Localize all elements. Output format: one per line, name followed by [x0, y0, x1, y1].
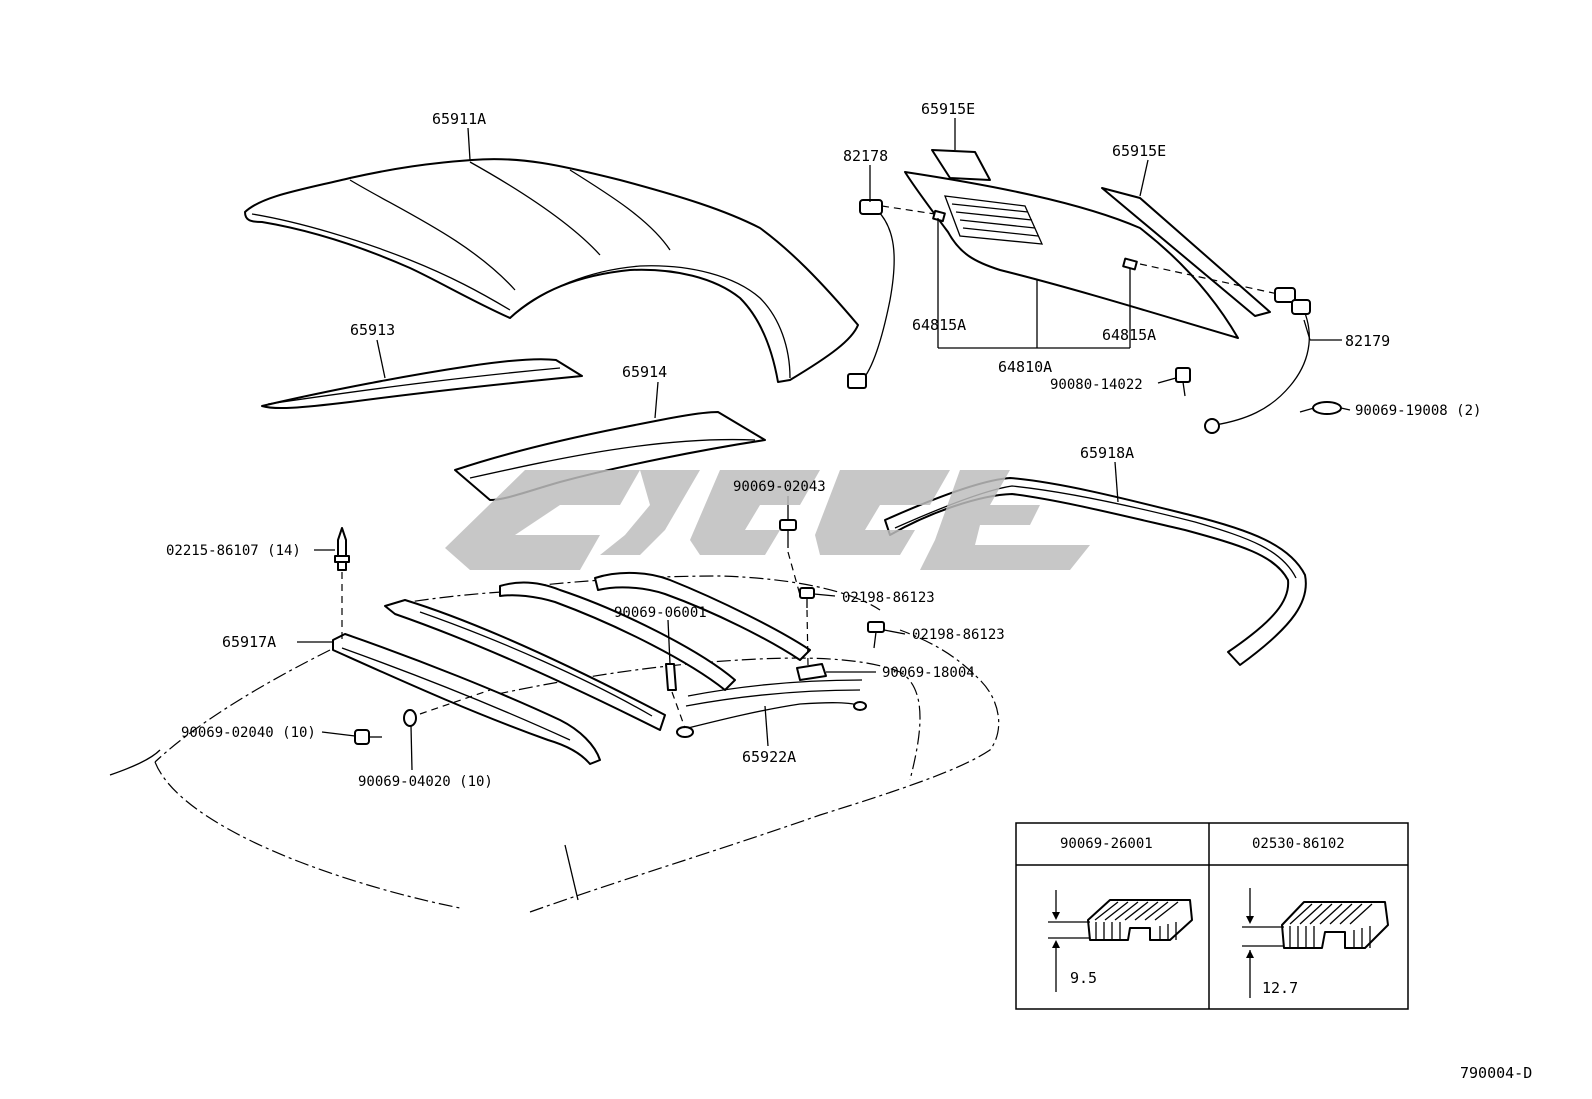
leader-lines: [297, 118, 1351, 771]
label-65917A: 65917A: [222, 633, 276, 651]
label-65911A: 65911A: [432, 110, 486, 128]
label-64810A: 64810A: [998, 358, 1052, 376]
screw-02198-86123-a: [799, 587, 815, 666]
label-64815A-right: 64815A: [1102, 326, 1156, 344]
rear-window-64810A: [904, 171, 1239, 339]
top-frame: [384, 571, 863, 731]
inset-header-90069-26001: 90069-26001: [1060, 836, 1153, 852]
screw-90069-06001: [665, 663, 686, 729]
label-90069-06001: 90069-06001: [614, 605, 707, 621]
label-65918A: 65918A: [1080, 444, 1134, 462]
part-labels: 65911A 65915E 65915E 82178 82179 64815A …: [166, 100, 1481, 790]
label-90069-02040: 90069-02040 (10): [181, 725, 316, 741]
watermark-logo: [445, 470, 1090, 570]
label-02198-86123-b: 02198-86123: [912, 627, 1005, 643]
label-64815A-left: 64815A: [912, 316, 966, 334]
label-65915E-top: 65915E: [921, 100, 975, 118]
diagram-code: 790004-D: [1460, 1064, 1532, 1082]
label-90069-18004: 90069-18004: [882, 665, 975, 681]
rivet-02215-86107: [334, 527, 350, 640]
inset-header-02530-86102: 02530-86102: [1252, 836, 1345, 852]
screw-02198-86123-b: [867, 621, 885, 649]
clip-02530-86102-drawing: [1242, 888, 1389, 998]
bracket-90069-18004: [796, 663, 827, 681]
washer-90069-04020: [403, 689, 491, 727]
cable-65922A: [676, 701, 867, 738]
screw-90069-02043: [779, 519, 801, 596]
label-90080-14022: 90080-14022: [1050, 377, 1143, 393]
label-02215-86107: 02215-86107 (14): [166, 543, 301, 559]
label-02198-86123-a: 02198-86123: [842, 590, 935, 606]
car-body-outline: [109, 575, 1000, 913]
strip-65915E-top: [931, 149, 991, 181]
label-90069-04020: 90069-04020 (10): [358, 774, 493, 790]
harness-82178: [847, 199, 936, 389]
front-retainer-65917A: [332, 633, 601, 765]
inset-dim-9-5: 9.5: [1070, 969, 1097, 987]
label-65922A: 65922A: [742, 748, 796, 766]
harness-82179: [1139, 263, 1311, 434]
label-82178: 82178: [843, 147, 888, 165]
label-90069-19008: 90069-19008 (2): [1355, 403, 1481, 419]
grommet-90069-19008: [1299, 401, 1342, 415]
strip-65915E-right: [1101, 187, 1271, 317]
inset-dim-12-7: 12.7: [1262, 979, 1298, 997]
bolt-90069-02040: [354, 729, 382, 745]
label-65913: 65913: [350, 321, 395, 339]
label-90069-02043: 90069-02043: [733, 479, 826, 495]
clip-90069-26001-drawing: [1048, 890, 1193, 992]
label-65914: 65914: [622, 363, 667, 381]
clip-size-inset: 90069-26001 02530-86102 9.5 12: [1015, 822, 1409, 1010]
front-panel-65913: [261, 358, 583, 410]
screw-90080-14022: [1175, 367, 1191, 397]
soft-top-cover: [244, 158, 859, 383]
label-65915E-right: 65915E: [1112, 142, 1166, 160]
label-82179: 82179: [1345, 332, 1390, 350]
